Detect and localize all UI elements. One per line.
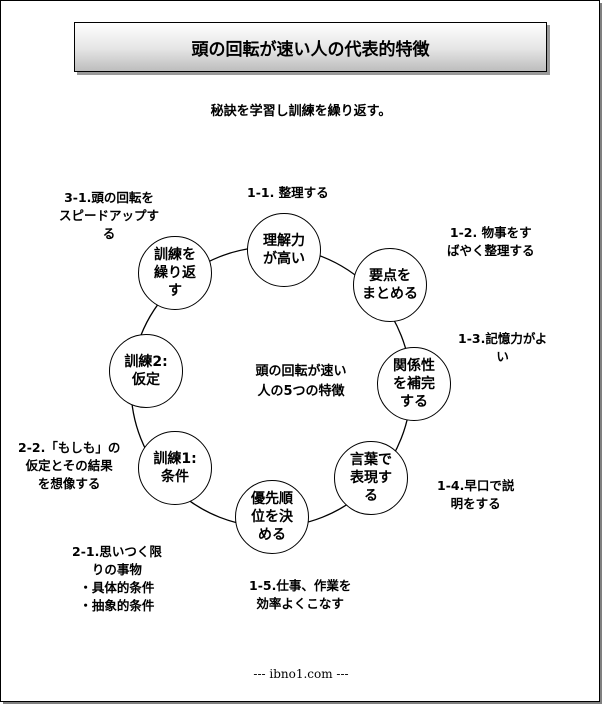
note-1-2: 1-2. 物事をす ばやく整理する <box>447 225 535 259</box>
page-title: 頭の回転が速い人の代表的特徴 <box>191 39 430 60</box>
node-kotoba: 言葉で 表現す る <box>334 441 408 515</box>
node-youten: 要点を まとめる <box>353 248 427 322</box>
note-1-5: 1-5.仕事、作業を 効率よくこなす <box>249 578 352 612</box>
note-3-1: 3-1.頭の回転を スピードアップす る <box>59 190 160 242</box>
note-1-1: 1-1. 整理する <box>247 185 329 200</box>
node-yuusen: 優先順 位を決 める <box>235 480 309 554</box>
note-1-3: 1-3.記憶力がよ い <box>458 331 548 365</box>
node-kankei: 関係性 を補完 する <box>377 347 451 421</box>
note-2-2: 2-2.「もしも」の 仮定とその結果 を想像する <box>18 440 121 492</box>
title-banner: 頭の回転が速い人の代表的特徴 <box>74 22 547 72</box>
footer-credit: --- ibno1.com --- <box>253 667 349 681</box>
note-1-4: 1-4.早口で説 明をする <box>437 478 515 512</box>
center-label: 頭の回転が速い 人の5つの特徴 <box>255 364 347 400</box>
node-kunren2: 訓練2: 仮定 <box>109 334 183 408</box>
node-kunren1: 訓練1: 条件 <box>138 431 212 505</box>
note-2-1: 2-1.思いつく限 りの事物 ・具体的条件 ・抽象的条件 <box>72 544 162 614</box>
subtitle: 秘訣を学習し訓練を繰り返す。 <box>210 104 392 119</box>
node-kurikaesu: 訓練を 繰り返 す <box>138 236 212 310</box>
node-rikai: 理解力 が高い <box>247 213 321 287</box>
